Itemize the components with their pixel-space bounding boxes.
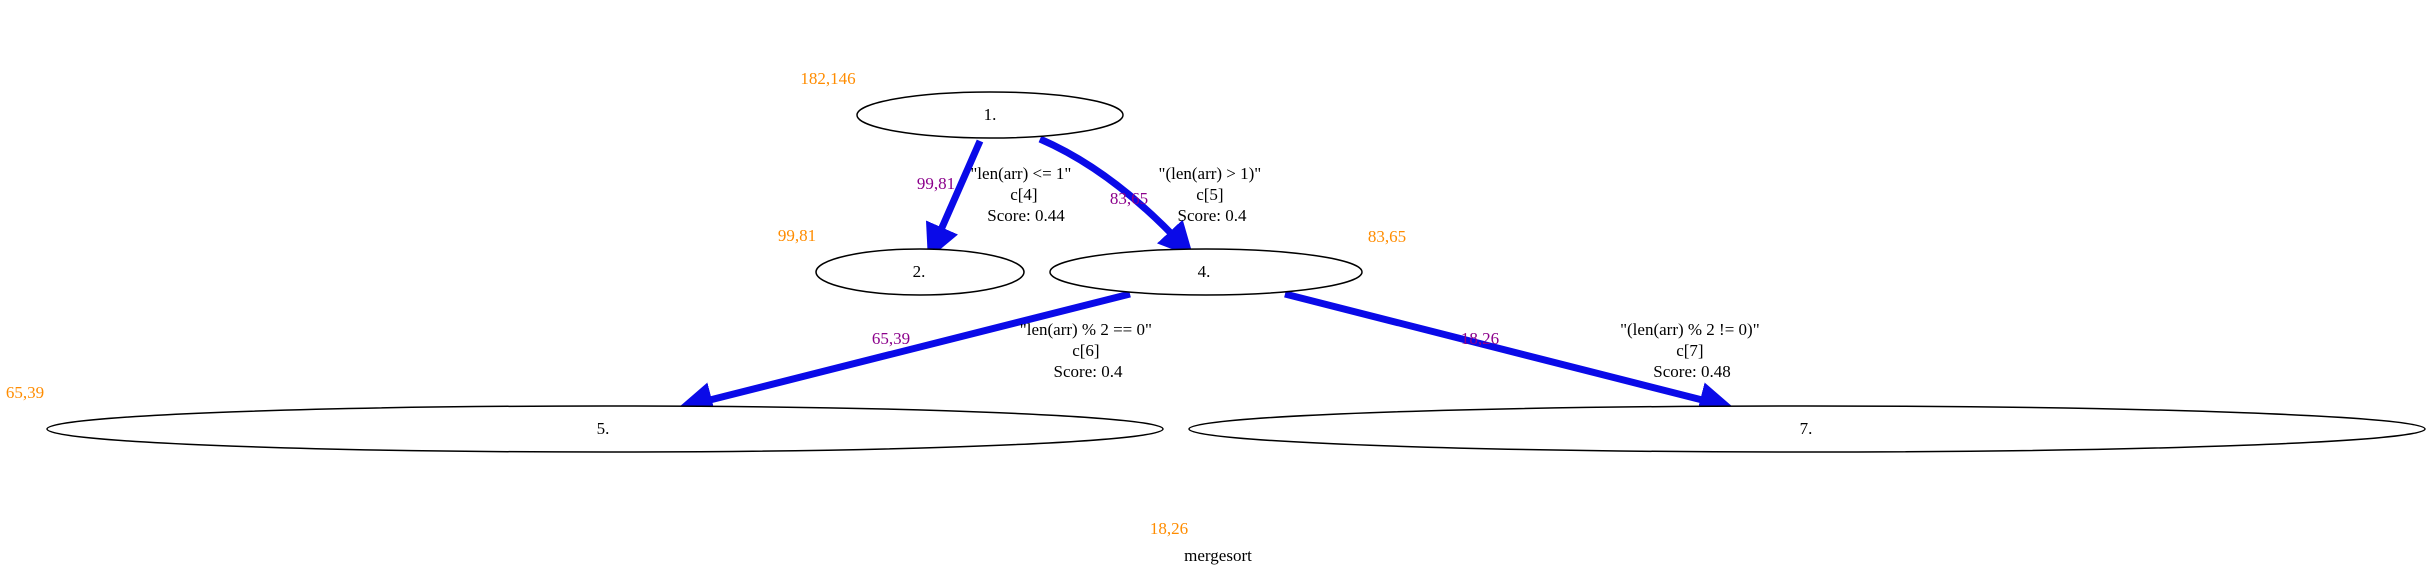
node-weights-layer: 182,146 99,81 83,65 65,39 (6, 69, 1406, 402)
edge-label-line: c[5] (1196, 185, 1223, 204)
edge-label-line: Score: 0.4 (1178, 206, 1247, 225)
edge-label-line: "len(arr) <= 1" (970, 164, 1071, 183)
node-4-label: 4. (1198, 262, 1211, 281)
edge-4-to-7-condition: "(len(arr) % 2 != 0)" c[7] Score: 0.48 (1620, 320, 1764, 381)
edge-1-to-4[interactable] (1038, 135, 1194, 258)
node-5-label: 5. (597, 419, 610, 438)
edge-4-to-5-weight: 65,39 (872, 329, 910, 348)
edge-weights-layer: 99,81 83,65 65,39 18,26 (872, 174, 1499, 348)
graph-title-weight: 18,26 (1150, 519, 1188, 538)
node-1-weight: 182,146 (800, 69, 855, 88)
edge-label-line: c[4] (1010, 185, 1037, 204)
nodes-layer: 1. 2. 4. 5. 7. (46, 91, 2426, 453)
edge-4-to-5[interactable] (677, 290, 1131, 417)
edge-label-line: Score: 0.48 (1653, 362, 1730, 381)
edge-1-to-2[interactable] (925, 139, 984, 260)
node-4[interactable]: 4. (1049, 248, 1363, 296)
node-4-shape[interactable] (1049, 248, 1363, 296)
edge-4-to-7[interactable] (1284, 290, 1735, 417)
edge-1-to-4-weight: 83,65 (1110, 189, 1148, 208)
node-2[interactable]: 2. (815, 248, 1025, 296)
node-5-shape[interactable] (46, 405, 1164, 453)
node-4-weight: 83,65 (1368, 227, 1406, 246)
edge-1-to-4-condition: "(len(arr) > 1)" c[5] Score: 0.4 (1159, 164, 1266, 225)
edge-labels-layer: "len(arr) <= 1" c[4] Score: 0.44 "(len(a… (970, 164, 1764, 381)
edge-4-to-5-condition: "len(arr) % 2 == 0" c[6] Score: 0.4 (1020, 320, 1156, 381)
node-7-label: 7. (1800, 419, 1813, 438)
edge-label-line: c[7] (1676, 341, 1703, 360)
graph-title: mergesort (1184, 546, 1252, 565)
node-7-shape[interactable] (1188, 405, 2426, 453)
edges-layer (677, 135, 1735, 417)
node-1-shape[interactable] (856, 91, 1124, 139)
edge-label-line: c[6] (1072, 341, 1099, 360)
graph-caption: 18,26 mergesort (1150, 519, 1252, 565)
edge-label-line: "(len(arr) % 2 != 0)" (1620, 320, 1760, 339)
node-1[interactable]: 1. (856, 91, 1124, 139)
node-2-label: 2. (913, 262, 926, 281)
edge-1-to-2-condition: "len(arr) <= 1" c[4] Score: 0.44 (970, 164, 1075, 225)
edge-4-to-7-weight: 18,26 (1461, 329, 1499, 348)
node-5[interactable]: 5. (46, 405, 1164, 453)
edge-label-line: Score: 0.44 (987, 206, 1065, 225)
node-7[interactable]: 7. (1188, 405, 2426, 453)
edge-label-line: "len(arr) % 2 == 0" (1020, 320, 1152, 339)
edge-label-line: Score: 0.4 (1054, 362, 1123, 381)
edge-label-line: "(len(arr) > 1)" (1159, 164, 1262, 183)
node-2-shape[interactable] (815, 248, 1025, 296)
node-5-weight: 65,39 (6, 383, 44, 402)
node-1-label: 1. (984, 105, 997, 124)
node-2-weight: 99,81 (778, 226, 816, 245)
edge-1-to-2-weight: 99,81 (917, 174, 955, 193)
